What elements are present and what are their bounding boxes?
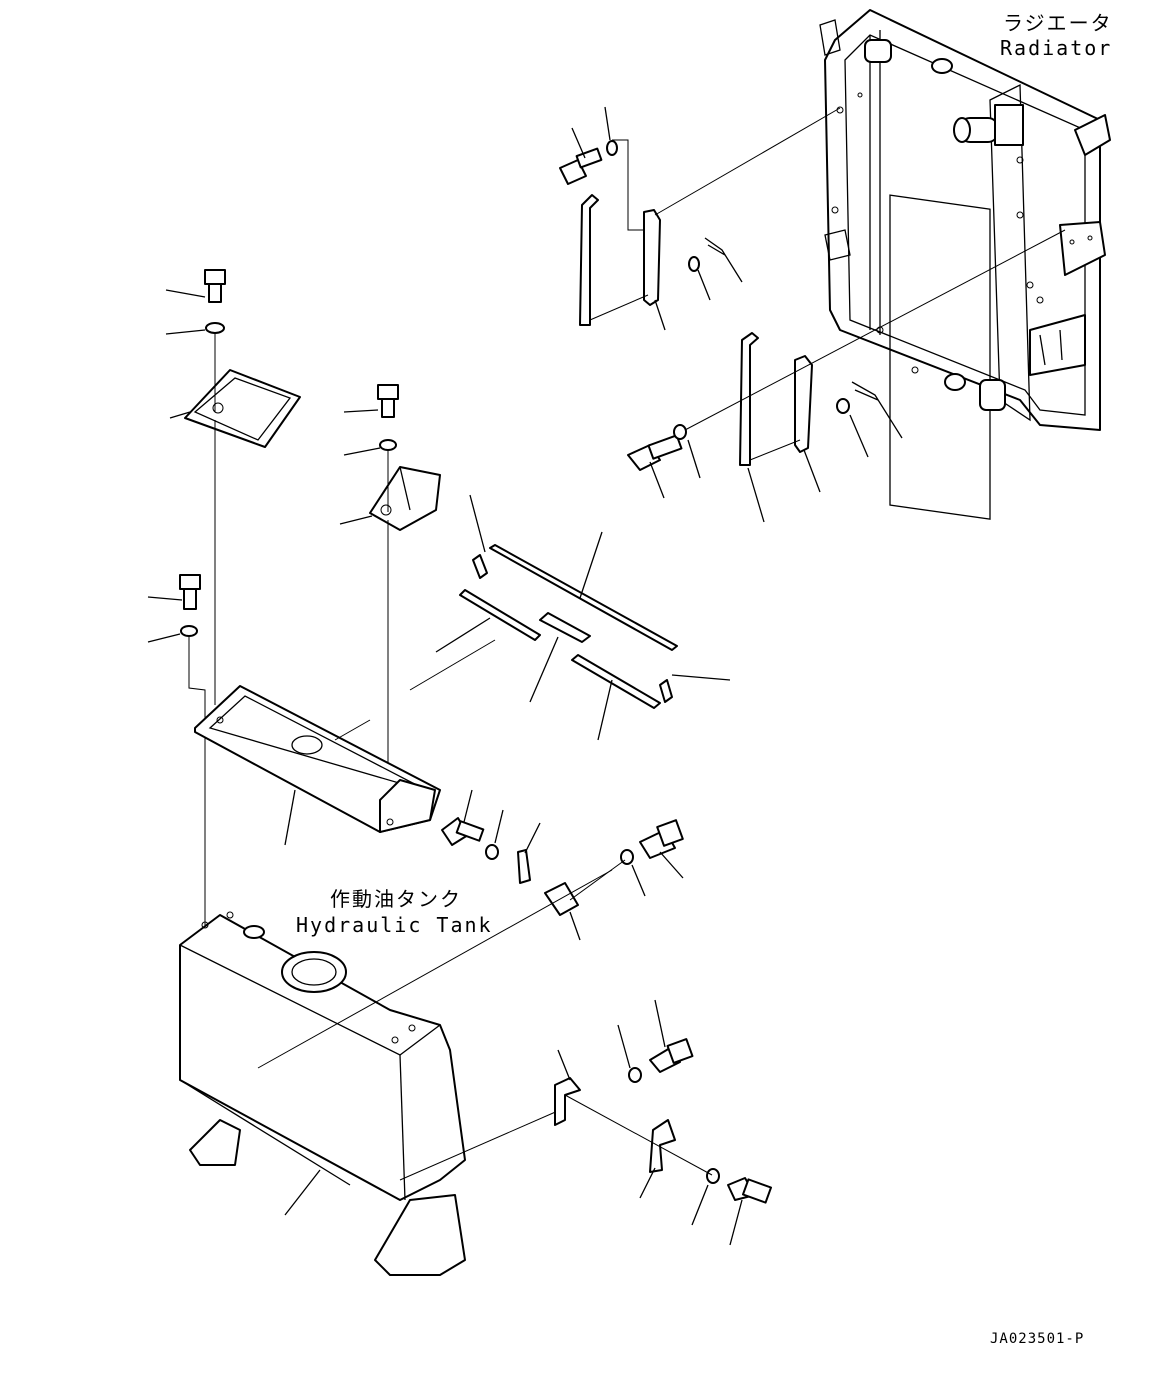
hydraulic-tank-label-jp: 作動油タンク xyxy=(330,887,462,911)
radiator-label-jp: ラジエータ xyxy=(1003,11,1113,35)
lower-stay-group xyxy=(627,229,1066,523)
hydraulic-tank xyxy=(179,869,613,1276)
left-cover-group xyxy=(147,269,441,930)
drawing-code: JA023501-P xyxy=(990,1331,1084,1347)
radiator-label-en: Radiator xyxy=(1000,36,1112,60)
lower-bracket-group xyxy=(554,999,773,1246)
middle-fasteners xyxy=(441,789,684,941)
support-tray xyxy=(194,685,441,846)
rubber-strips xyxy=(409,494,731,741)
upper-stay-group xyxy=(559,106,841,331)
radiator-assembly xyxy=(819,9,1111,520)
hydraulic-tank-label-en: Hydraulic Tank xyxy=(296,913,493,937)
